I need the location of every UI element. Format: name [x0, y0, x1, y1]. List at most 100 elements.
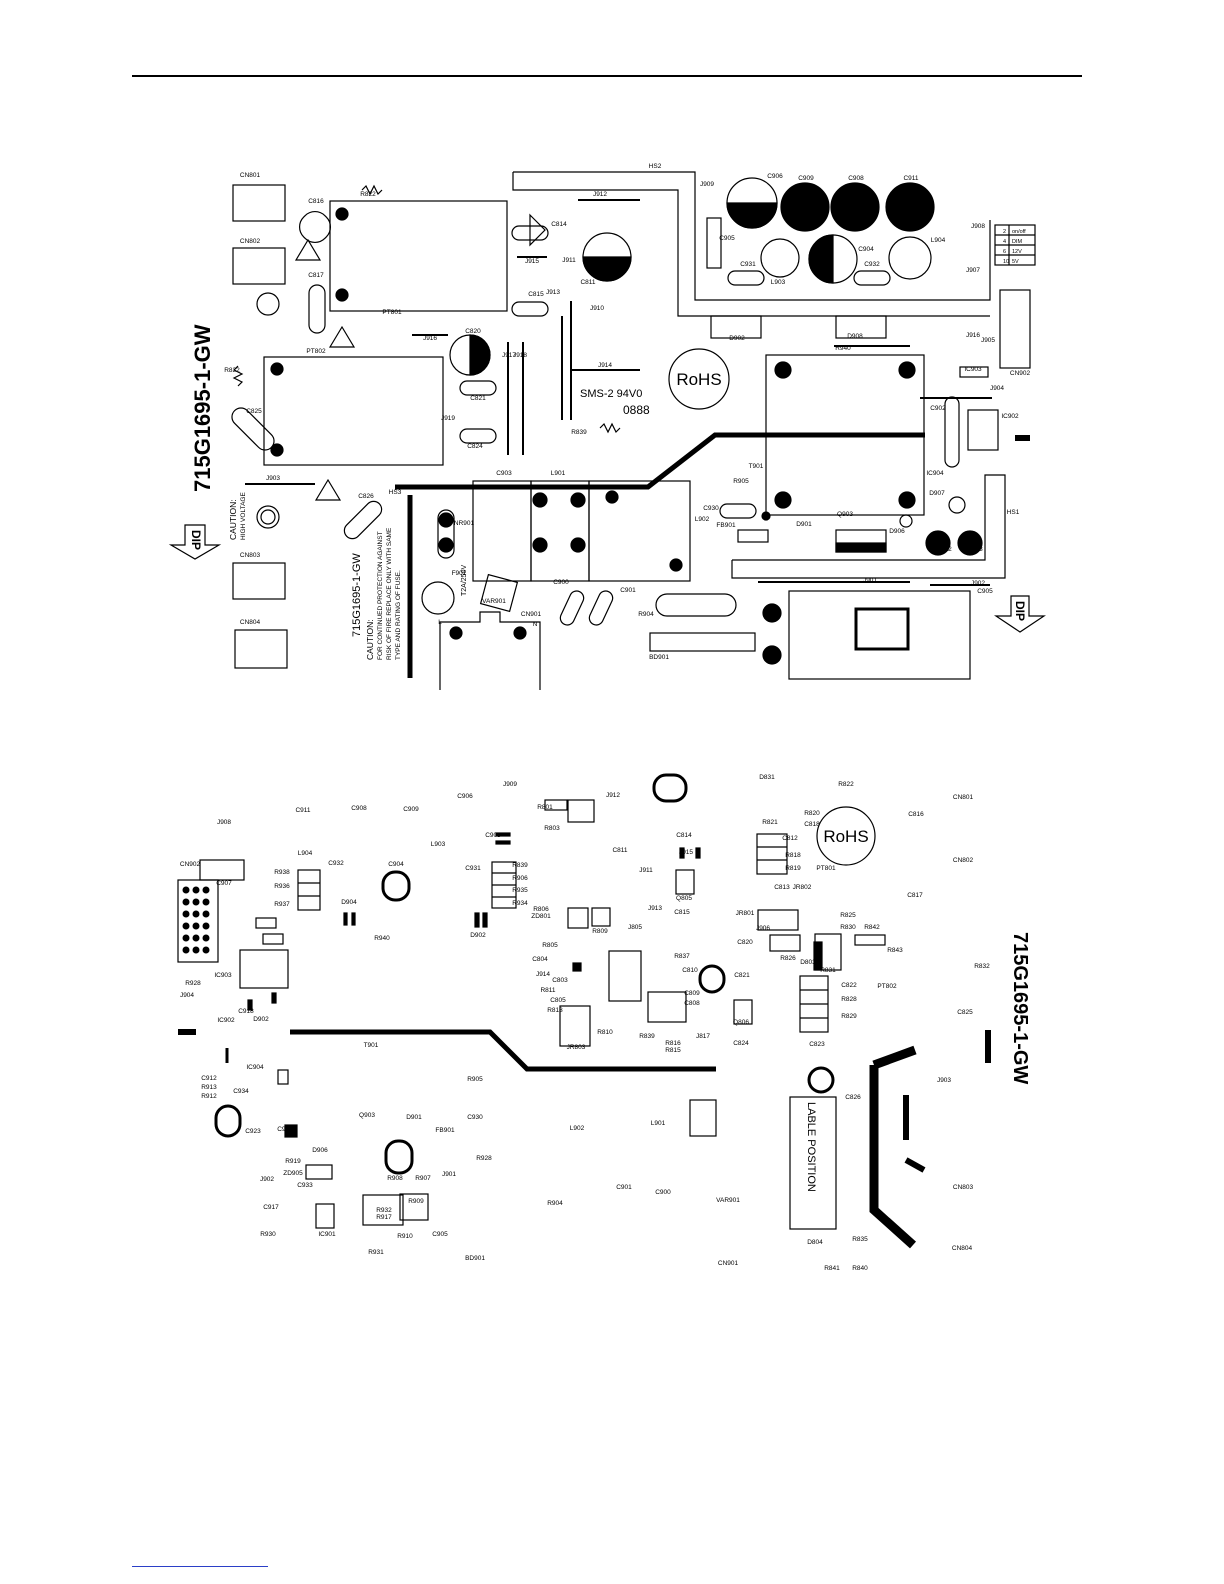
component-label: CN803 — [953, 1184, 974, 1191]
component-label: C930 — [467, 1114, 483, 1121]
hs1-outline — [731, 474, 1006, 579]
component-label: R806 — [533, 906, 549, 913]
component-label: N — [533, 621, 538, 628]
component-label: R843 — [887, 947, 903, 954]
date-code: 0888 — [623, 403, 650, 417]
component-label: C904 — [858, 246, 874, 253]
component-label: J805 — [628, 924, 642, 931]
component-label: C815 — [674, 909, 690, 916]
pin-number: 6 — [1003, 249, 1006, 255]
component-label: R819 — [785, 865, 801, 872]
component-label: CN801 — [953, 794, 974, 801]
component-label: C905 — [719, 235, 735, 242]
component-label: D901 — [796, 521, 812, 528]
component-label: C805 — [550, 997, 566, 1004]
component-label: C817 — [308, 272, 324, 279]
component-label: R810 — [597, 1029, 613, 1036]
component-label: C823 — [809, 1041, 825, 1048]
component-label: R818 — [785, 852, 801, 859]
component-label: C803 — [552, 977, 568, 984]
component-label: R815 — [665, 1047, 681, 1054]
component-label: NR901 — [454, 520, 475, 527]
component-label: PT801 — [382, 309, 402, 316]
component-label: IC904 — [246, 1064, 264, 1071]
pin-function: 12V — [1012, 249, 1022, 255]
component-label: Q903 — [359, 1112, 375, 1119]
component-label: C825 — [957, 1009, 973, 1016]
hs2-outline — [513, 171, 991, 301]
component-label: C931 — [740, 261, 756, 268]
component-label: R912 — [201, 1093, 217, 1100]
component-label: J918 — [513, 352, 527, 359]
component-label: J817 — [696, 1033, 710, 1040]
component-label: C816 — [308, 198, 324, 205]
cn803-outline — [232, 562, 286, 600]
component-label: C904 — [388, 861, 404, 868]
component-label: C900 — [655, 1189, 671, 1196]
component-label: J914 — [598, 362, 612, 369]
component-label: L901 — [551, 470, 566, 477]
component-label: C825 — [246, 408, 262, 415]
component-label: Q806 — [733, 1019, 749, 1026]
component-label: R936 — [274, 883, 290, 890]
component-label: C922 — [277, 1126, 293, 1133]
component-label: C933 — [297, 1182, 313, 1189]
component-label: R842 — [864, 924, 880, 931]
c905-outline — [788, 590, 971, 680]
component-label: CN901 — [718, 1260, 739, 1267]
component-label: R839 — [512, 862, 528, 869]
component-label: C908 — [848, 175, 864, 182]
component-label: R907 — [415, 1175, 431, 1182]
component-label: C809 — [684, 990, 700, 997]
component-label: D904 — [341, 899, 357, 906]
fuse-rating: T2A/250V — [461, 565, 468, 596]
pin-number: 4 — [1003, 239, 1006, 245]
component-label: R805 — [542, 942, 558, 949]
cn801-outline — [232, 184, 286, 222]
component-label: C815 — [528, 291, 544, 298]
header-rule — [132, 75, 1082, 77]
component-label: C912 — [201, 1075, 217, 1082]
component-label: C812 — [782, 835, 798, 842]
component-label: R826 — [780, 955, 796, 962]
rohs-circle-bottom — [816, 806, 876, 866]
component-label: L903 — [771, 279, 786, 286]
pt801-outline — [329, 200, 508, 312]
component-label: J919 — [441, 415, 455, 422]
hv-warning-icon — [294, 238, 322, 261]
component-label: C934 — [233, 1088, 249, 1095]
board-id-top: 715G1695-1-GW — [190, 324, 215, 492]
component-label: J916 — [966, 332, 980, 339]
component-label: R803 — [544, 825, 560, 832]
component-label: J908 — [217, 819, 231, 826]
c903-outline — [472, 480, 532, 582]
component-label: D902 — [470, 932, 486, 939]
component-label: R841 — [824, 1265, 840, 1272]
component-label: D906 — [889, 528, 905, 535]
rohs-top: RoHS — [676, 370, 721, 389]
component-label: D804 — [807, 1239, 823, 1246]
board-id-bottom: 715G1695-1-GW — [1009, 932, 1031, 1084]
r822-symbol — [361, 184, 383, 196]
component-label: D831 — [759, 774, 775, 781]
component-label: R830 — [840, 924, 856, 931]
dip-arrow — [168, 524, 222, 560]
component-label: R930 — [260, 1231, 276, 1238]
component-label: R811 — [540, 987, 555, 994]
component-label: C907 — [216, 880, 232, 887]
component-label: CN801 — [240, 172, 261, 179]
component-label: R840 — [852, 1265, 868, 1272]
component-label: R940 — [835, 345, 851, 352]
component-label: IC903 — [964, 366, 982, 373]
component-label: PT802 — [306, 348, 326, 355]
component-label: C821 — [470, 395, 486, 402]
component-label: R932 — [376, 1207, 392, 1214]
component-label: C932 — [328, 860, 344, 867]
component-label: J912 — [593, 191, 607, 198]
component-label: R928 — [185, 980, 201, 987]
component-label: T901 — [749, 463, 764, 470]
component-label: J912 — [606, 792, 620, 799]
component-label: R832 — [974, 963, 990, 970]
ul-mark: SMS-2 94V0 — [580, 388, 642, 400]
